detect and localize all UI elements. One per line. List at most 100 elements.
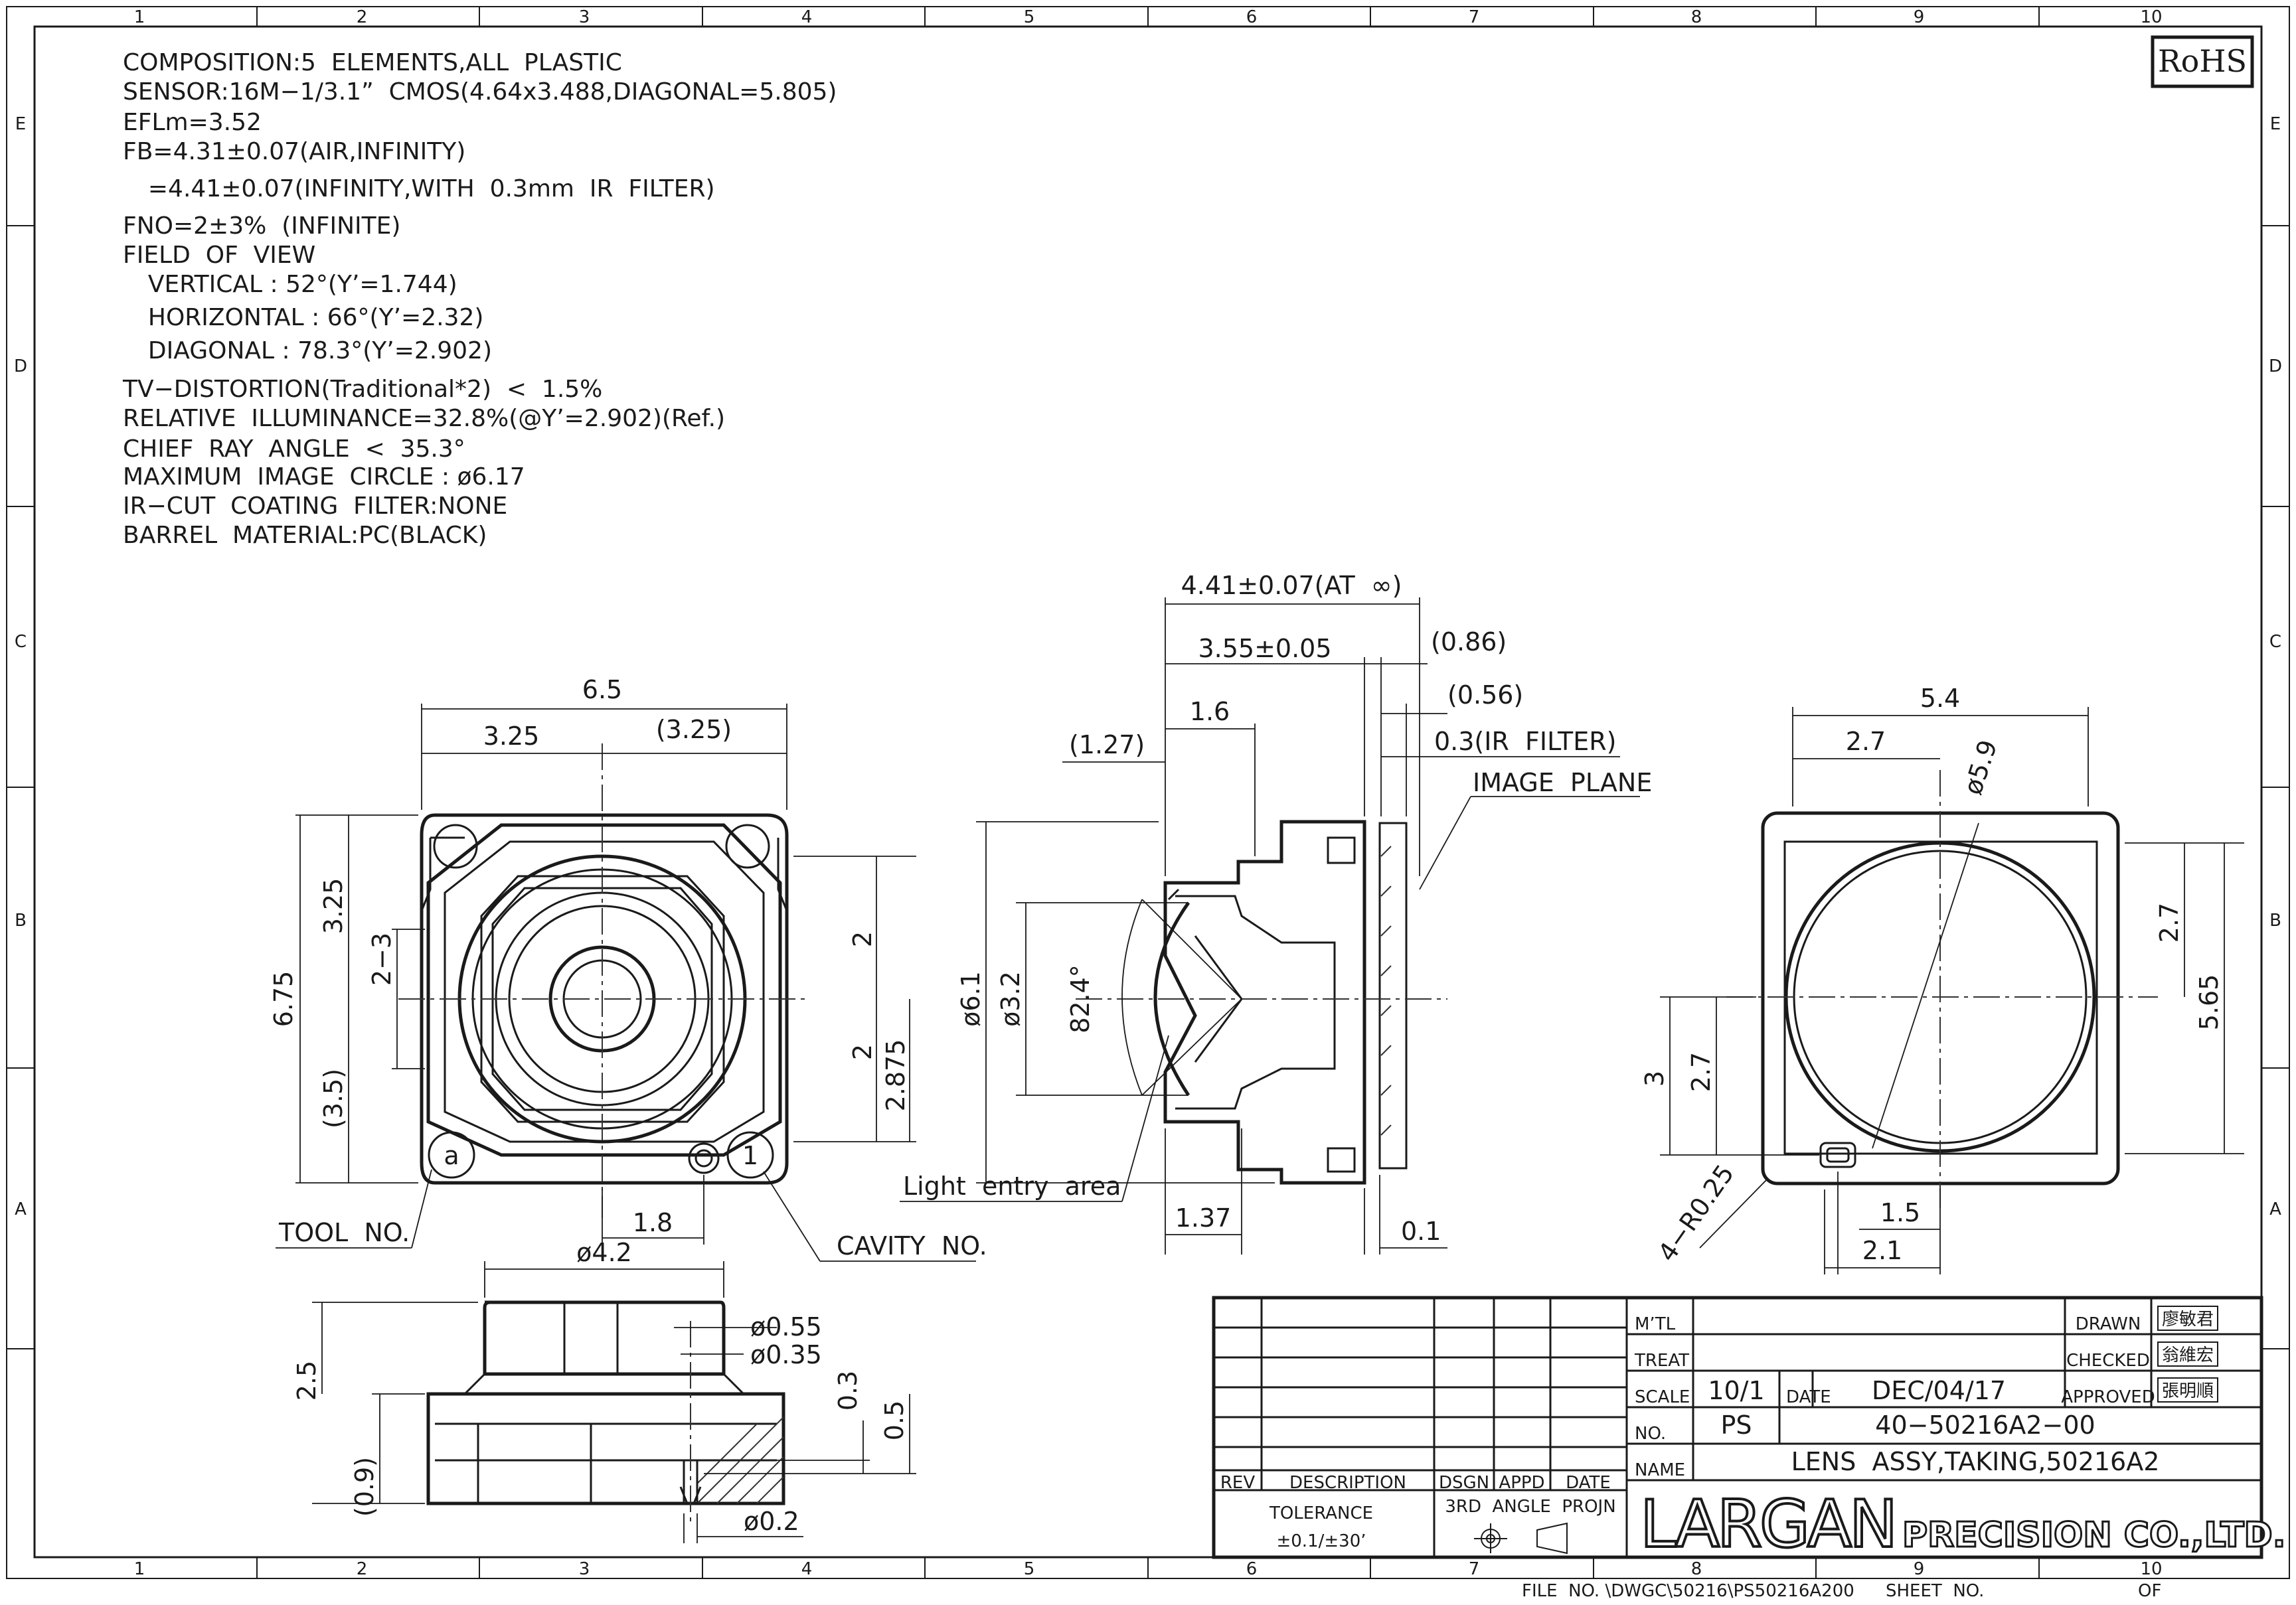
approved-by: 張明順 [2162,1381,2214,1401]
dim-side-angle: 82.4° [1066,964,1095,1033]
tool-marker: a [444,1141,459,1170]
zone-bottom-8: 8 [1691,1559,1702,1579]
mtl-label: M’TL [1635,1314,1676,1334]
tolerance-value: ±0.1/±30’ [1276,1531,1366,1551]
dim-front-right-upper: 2 [848,931,877,947]
dim-rear-right-height: 5.65 [2194,974,2224,1031]
dim-side-a: 3.55±0.05 [1198,634,1331,663]
dim-side-dia-outer: ø6.1 [956,971,985,1027]
signature-stamps: 廖敏君 翁維宏 張明順 [2157,1306,2218,1403]
company-suffix: PRECISION CO.,LTD. [1902,1515,2285,1555]
sheet-of: OF [2138,1581,2161,1601]
zone-top-6: 6 [1246,7,1258,27]
name-value: LENS ASSY,TAKING,50216A2 [1791,1447,2160,1476]
dim-side-ir-filter: 0.3(IR FILTER) [1434,727,1616,756]
spec-line: HORIZONTAL : 66°(Y’=2.32) [133,304,483,331]
zone-top-2: 2 [357,7,368,27]
dim-bottom-02: ø0.2 [744,1507,799,1536]
scale-value: 10/1 [1708,1376,1764,1405]
bottom-view: ø4.2 2.5 (0.9) ø0.55 ø0.35 0.3 0.5 ø0.2 [292,1238,916,1543]
dim-rear-width: 5.4 [1920,684,1960,713]
zone-left-e: E [15,114,26,134]
dim-front-right-lower: 2 [848,1044,877,1060]
dim-front-center-mark: 2−3 [367,933,396,986]
footer: FILE NO. \DWGC\50216\PS50216A200 SHEET N… [1522,1581,2161,1601]
treat-label: TREAT [1634,1351,1689,1371]
spec-line: IR−CUT COATING FILTER:NONE [123,493,507,520]
dim-rear-diameter: ø5.9 [1958,736,2003,798]
dim-front-half-left: 3.25 [483,722,540,751]
name-label: NAME [1635,1460,1685,1480]
projection-label: 3RD ANGLE PROJN [1445,1497,1615,1517]
spec-line: VERTICAL : 52°(Y’=1.744) [133,271,457,298]
rohs-badge: RoHS [2151,35,2254,88]
spec-line: TV−DISTORTION(Traditional*2) < 1.5% [122,376,602,403]
dim-front-width: 6.5 [582,675,622,704]
dim-bottom-035: ø0.35 [750,1340,822,1369]
dim-side-e: (1.27) [1069,730,1145,759]
spec-line: BARREL MATERIAL:PC(BLACK) [123,522,487,549]
zone-top-5: 5 [1024,7,1035,27]
spec-line: FIELD OF VIEW [123,242,315,269]
spec-line: CHIEF RAY ANGLE < 35.3° [123,435,465,463]
spec-line: =4.41±0.07(INFINITY,WITH 0.3mm IR FILTER… [133,175,715,202]
rear-view: ø5.9 5.4 2.7 2.7 5.65 3 2.7 4−R0.25 1.5 … [1640,684,2244,1274]
dim-bottom-height: 2.5 [292,1361,321,1401]
dim-rear-radius: 4−R0.25 [1652,1160,1740,1267]
zone-right-c: C [2269,632,2281,652]
date-header: DATE [1566,1473,1611,1493]
dsgn-header: DSGN [1439,1473,1489,1493]
zone-left-d: D [14,356,27,376]
zone-right-a: A [2269,1199,2281,1219]
approved-label: APPROVED [2061,1387,2155,1407]
side-view: IMAGE PLANE 4.41±0.07(AT ∞) 3.55±0.05 (0… [900,571,1652,1255]
dim-front-right-height: 2.875 [881,1039,910,1112]
dim-front-half-right: (3.25) [656,715,732,744]
sheet-no: SHEET NO. [1886,1581,1984,1601]
zone-bottom-2: 2 [357,1559,368,1579]
company-logo: LARGAN [1640,1487,1895,1563]
image-plane-label: IMAGE PLANE [1473,768,1652,797]
drawn-label: DRAWN [2076,1314,2141,1334]
spec-line: FNO=2±3% (INFINITE) [123,212,400,240]
zone-left-a: A [15,1199,27,1219]
dim-front-upper: 3.25 [319,878,348,935]
dim-side-b: (0.86) [1431,627,1507,656]
zone-left-b: B [15,911,27,931]
zone-top-4: 4 [801,7,813,27]
dim-side-bottom-right: 0.1 [1401,1217,1441,1246]
drawn-by: 廖敏君 [2162,1310,2214,1330]
scale-label: SCALE [1635,1387,1690,1407]
no-label: NO. [1635,1424,1666,1444]
spec-line: COMPOSITION:5 ELEMENTS,ALL PLASTIC [123,49,622,76]
dim-rear-right-upper: 2.7 [2155,903,2184,943]
front-view: a 1 6.5 3.25 (3.25) 6.75 3.25 (3.5) [269,675,987,1262]
zone-top-3: 3 [579,7,590,27]
dim-rear-left-3: 3 [1640,1071,1669,1087]
spec-line: MAXIMUM IMAGE CIRCLE : ø6.17 [123,463,525,491]
rev-header: REV [1220,1473,1255,1493]
dim-bottom-03: 0.3 [833,1371,862,1411]
dim-bottom-05: 0.5 [880,1401,909,1440]
dim-side-total: 4.41±0.07(AT ∞) [1181,571,1402,600]
drawing-frame: 1 2 3 4 5 6 7 8 9 10 1 2 3 4 5 6 7 8 9 1… [6,6,2290,1579]
title-block: REV DESCRIPTION DSGN APPD DATE TOLERANCE… [1212,1296,2287,1564]
spec-line: FB=4.31±0.07(AIR,INFINITY) [123,138,465,165]
dim-rear-left-27: 2.7 [1686,1052,1716,1092]
dim-rear-bottom-b: 2.1 [1862,1236,1902,1265]
rohs-label: RoHS [2158,43,2247,79]
zone-right-e: E [2270,114,2281,134]
dim-side-c: (0.56) [1447,680,1523,710]
checked-label: CHECKED [2066,1351,2150,1371]
dim-front-bottom: 1.8 [633,1208,673,1237]
zone-bottom-4: 4 [801,1559,813,1579]
projection-symbol-icon [1474,1522,1568,1555]
zone-bottom-9: 9 [1914,1559,1925,1579]
zone-top-8: 8 [1691,7,1702,27]
dim-front-height: 6.75 [269,971,298,1028]
dim-side-d: 1.6 [1190,697,1230,726]
zone-top-9: 9 [1914,7,1925,27]
zone-bottom-1: 1 [134,1559,145,1579]
dim-bottom-diameter: ø4.2 [576,1238,632,1267]
